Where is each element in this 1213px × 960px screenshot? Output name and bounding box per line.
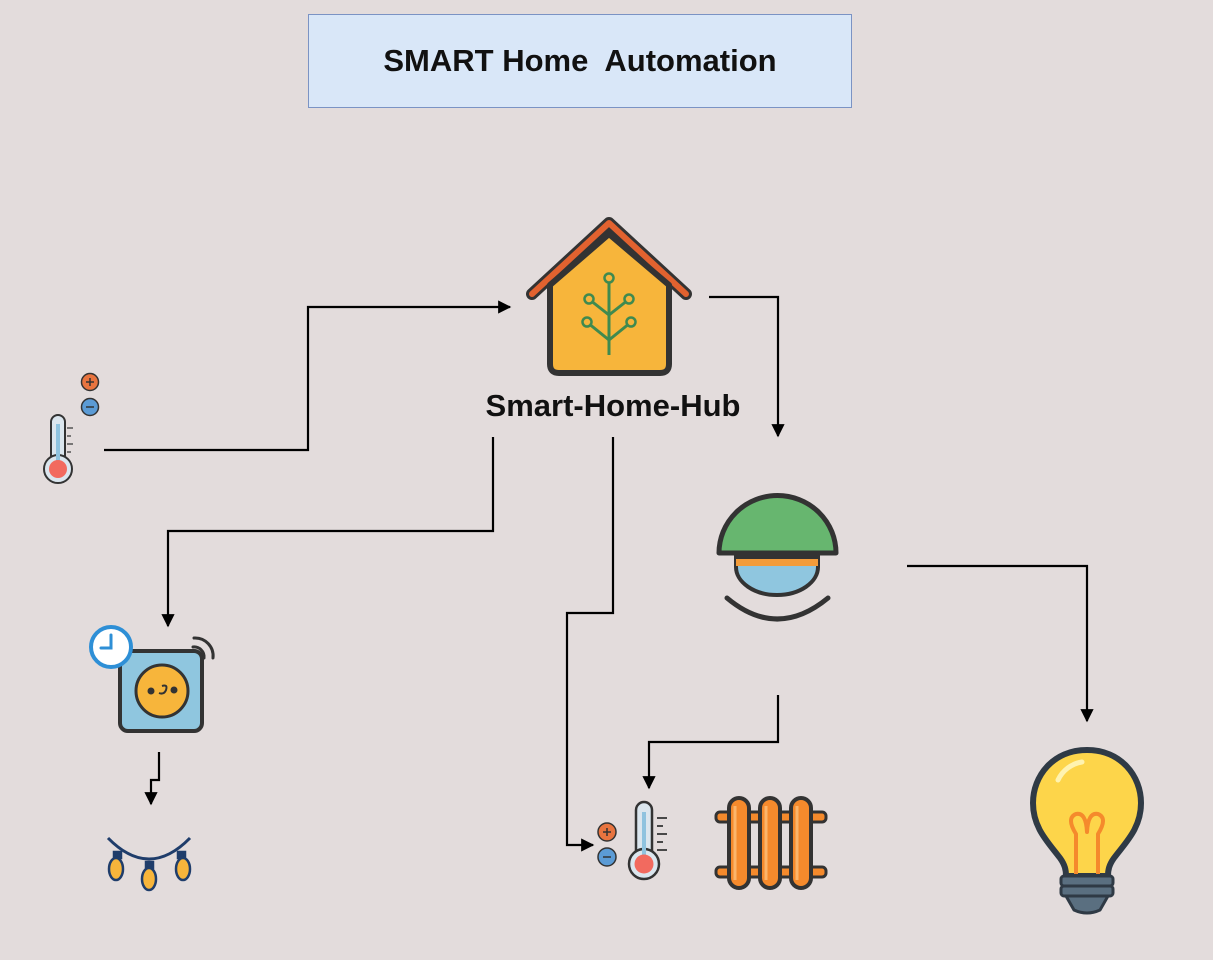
connector-hub-to-thermostat-control [565,437,615,852]
thermometer-icon [43,372,100,484]
motion-sensor-icon [716,493,839,622]
diagram-title-box: SMART Home Automation [308,14,852,108]
connector-hub-to-plug [161,437,495,628]
radiator-icon [714,796,828,890]
string-lights-icon [106,836,192,892]
light-bulb-icon [1030,747,1144,915]
connector-motion-to-thermostat-control [642,695,780,790]
connector-motion-to-bulb [907,564,1094,723]
house-hub-icon [526,217,692,376]
connector-hub-to-motion-sensor [709,295,785,438]
diagram-title: SMART Home Automation [383,43,777,78]
thermometer-control-icon [597,800,667,881]
connector-thermostat-to-hub [104,300,512,452]
smart-plug-timer-icon [89,625,215,733]
connector-plug-to-lights [144,752,161,806]
hub-label: Smart-Home-Hub [485,388,741,423]
